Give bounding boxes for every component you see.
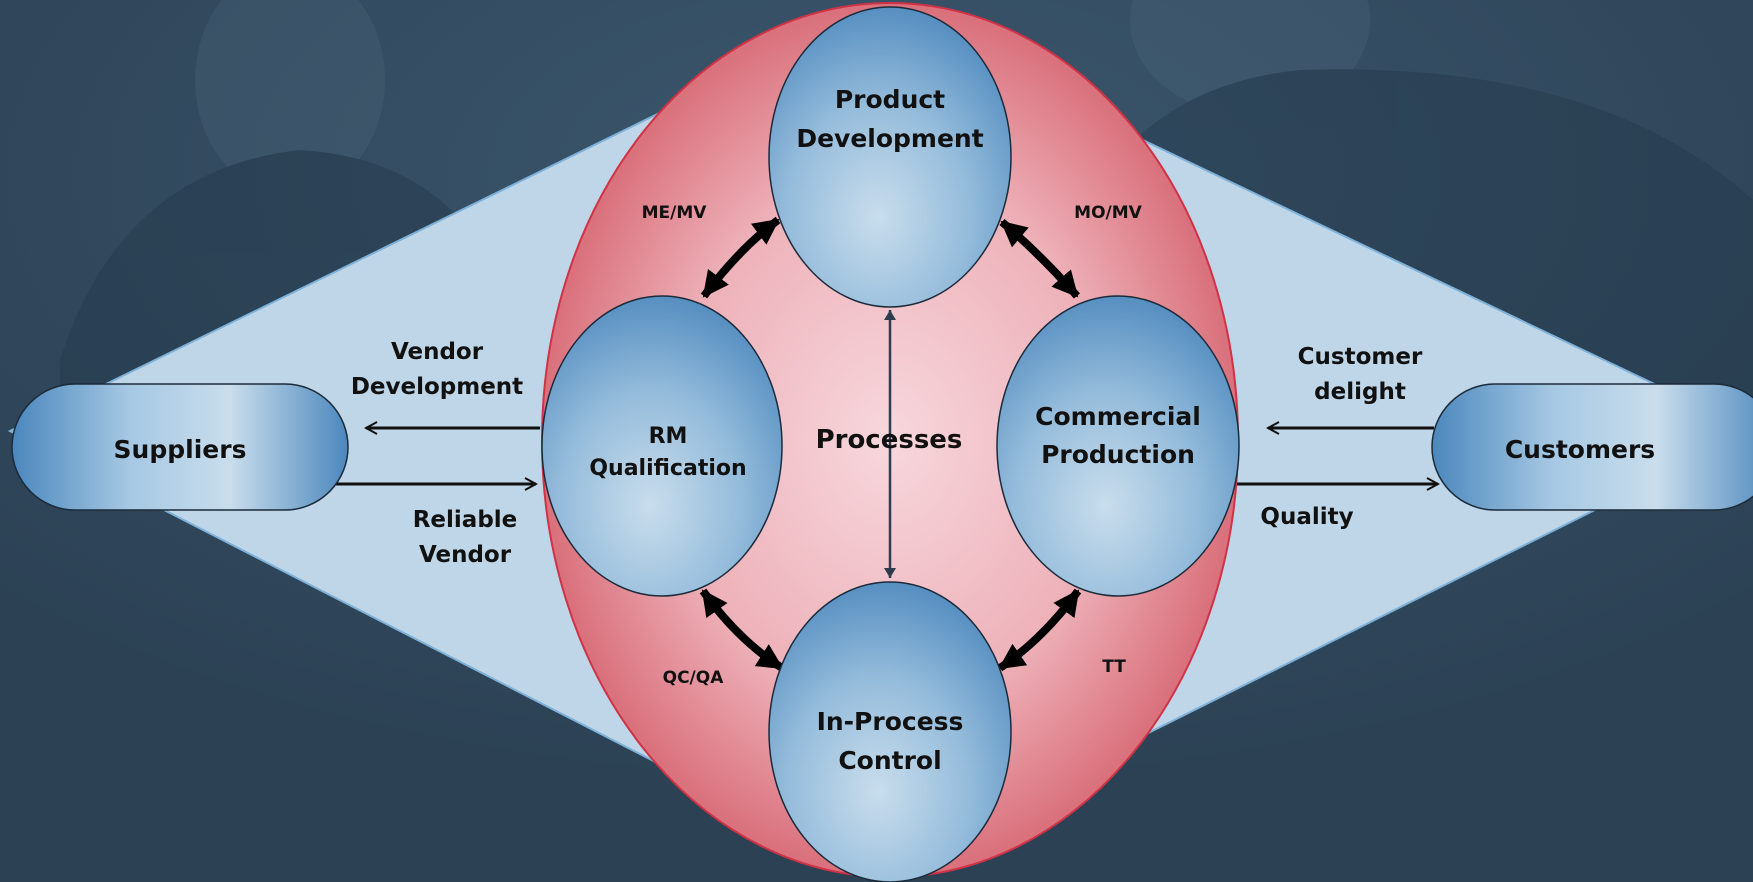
qc-qa-label: QC/QA <box>663 668 725 688</box>
vendor-development-label-line2: Development <box>351 374 523 400</box>
product-development-label-line1: Product <box>835 85 945 114</box>
commercial-production-label-line2: Production <box>1041 440 1195 469</box>
reliable-vendor-label-line2: Vendor <box>419 542 512 568</box>
suppliers-label: Suppliers <box>114 435 247 464</box>
rm-qualification-label-line1: RM <box>649 424 688 449</box>
rm-qualification-node: RM Qualification <box>541 295 783 597</box>
me-mv-label: ME/MV <box>642 203 708 223</box>
arrow-me-mv <box>700 216 781 299</box>
customers-node: Customers <box>1431 383 1753 511</box>
in-process-control-label-line1: In-Process <box>817 707 964 736</box>
customers-label: Customers <box>1505 435 1655 464</box>
customer-delight-label-line1: Customer <box>1298 344 1423 370</box>
arrow-mo-mv <box>999 218 1081 299</box>
arrow-qc-qa <box>699 588 785 672</box>
product-development-node: Product Development <box>768 6 1012 308</box>
suppliers-node: Suppliers <box>11 383 349 511</box>
arrow-tt <box>997 588 1082 672</box>
product-development-label-line2: Development <box>796 124 983 153</box>
commercial-production-node: Commercial Production <box>996 295 1240 597</box>
in-process-control-label-line2: Control <box>838 746 941 775</box>
customer-delight-label-line2: delight <box>1314 379 1406 405</box>
commercial-production-label-line1: Commercial <box>1035 402 1201 431</box>
mo-mv-label: MO/MV <box>1074 203 1142 223</box>
rm-qualification-label-line2: Qualification <box>589 456 746 481</box>
processes-label: Processes <box>816 425 963 455</box>
reliable-vendor-label-line1: Reliable <box>413 507 518 533</box>
tt-label: TT <box>1102 657 1126 677</box>
in-process-control-node: In-Process Control <box>768 581 1012 882</box>
vendor-development-label-line1: Vendor <box>391 339 484 365</box>
quality-label: Quality <box>1260 504 1353 530</box>
